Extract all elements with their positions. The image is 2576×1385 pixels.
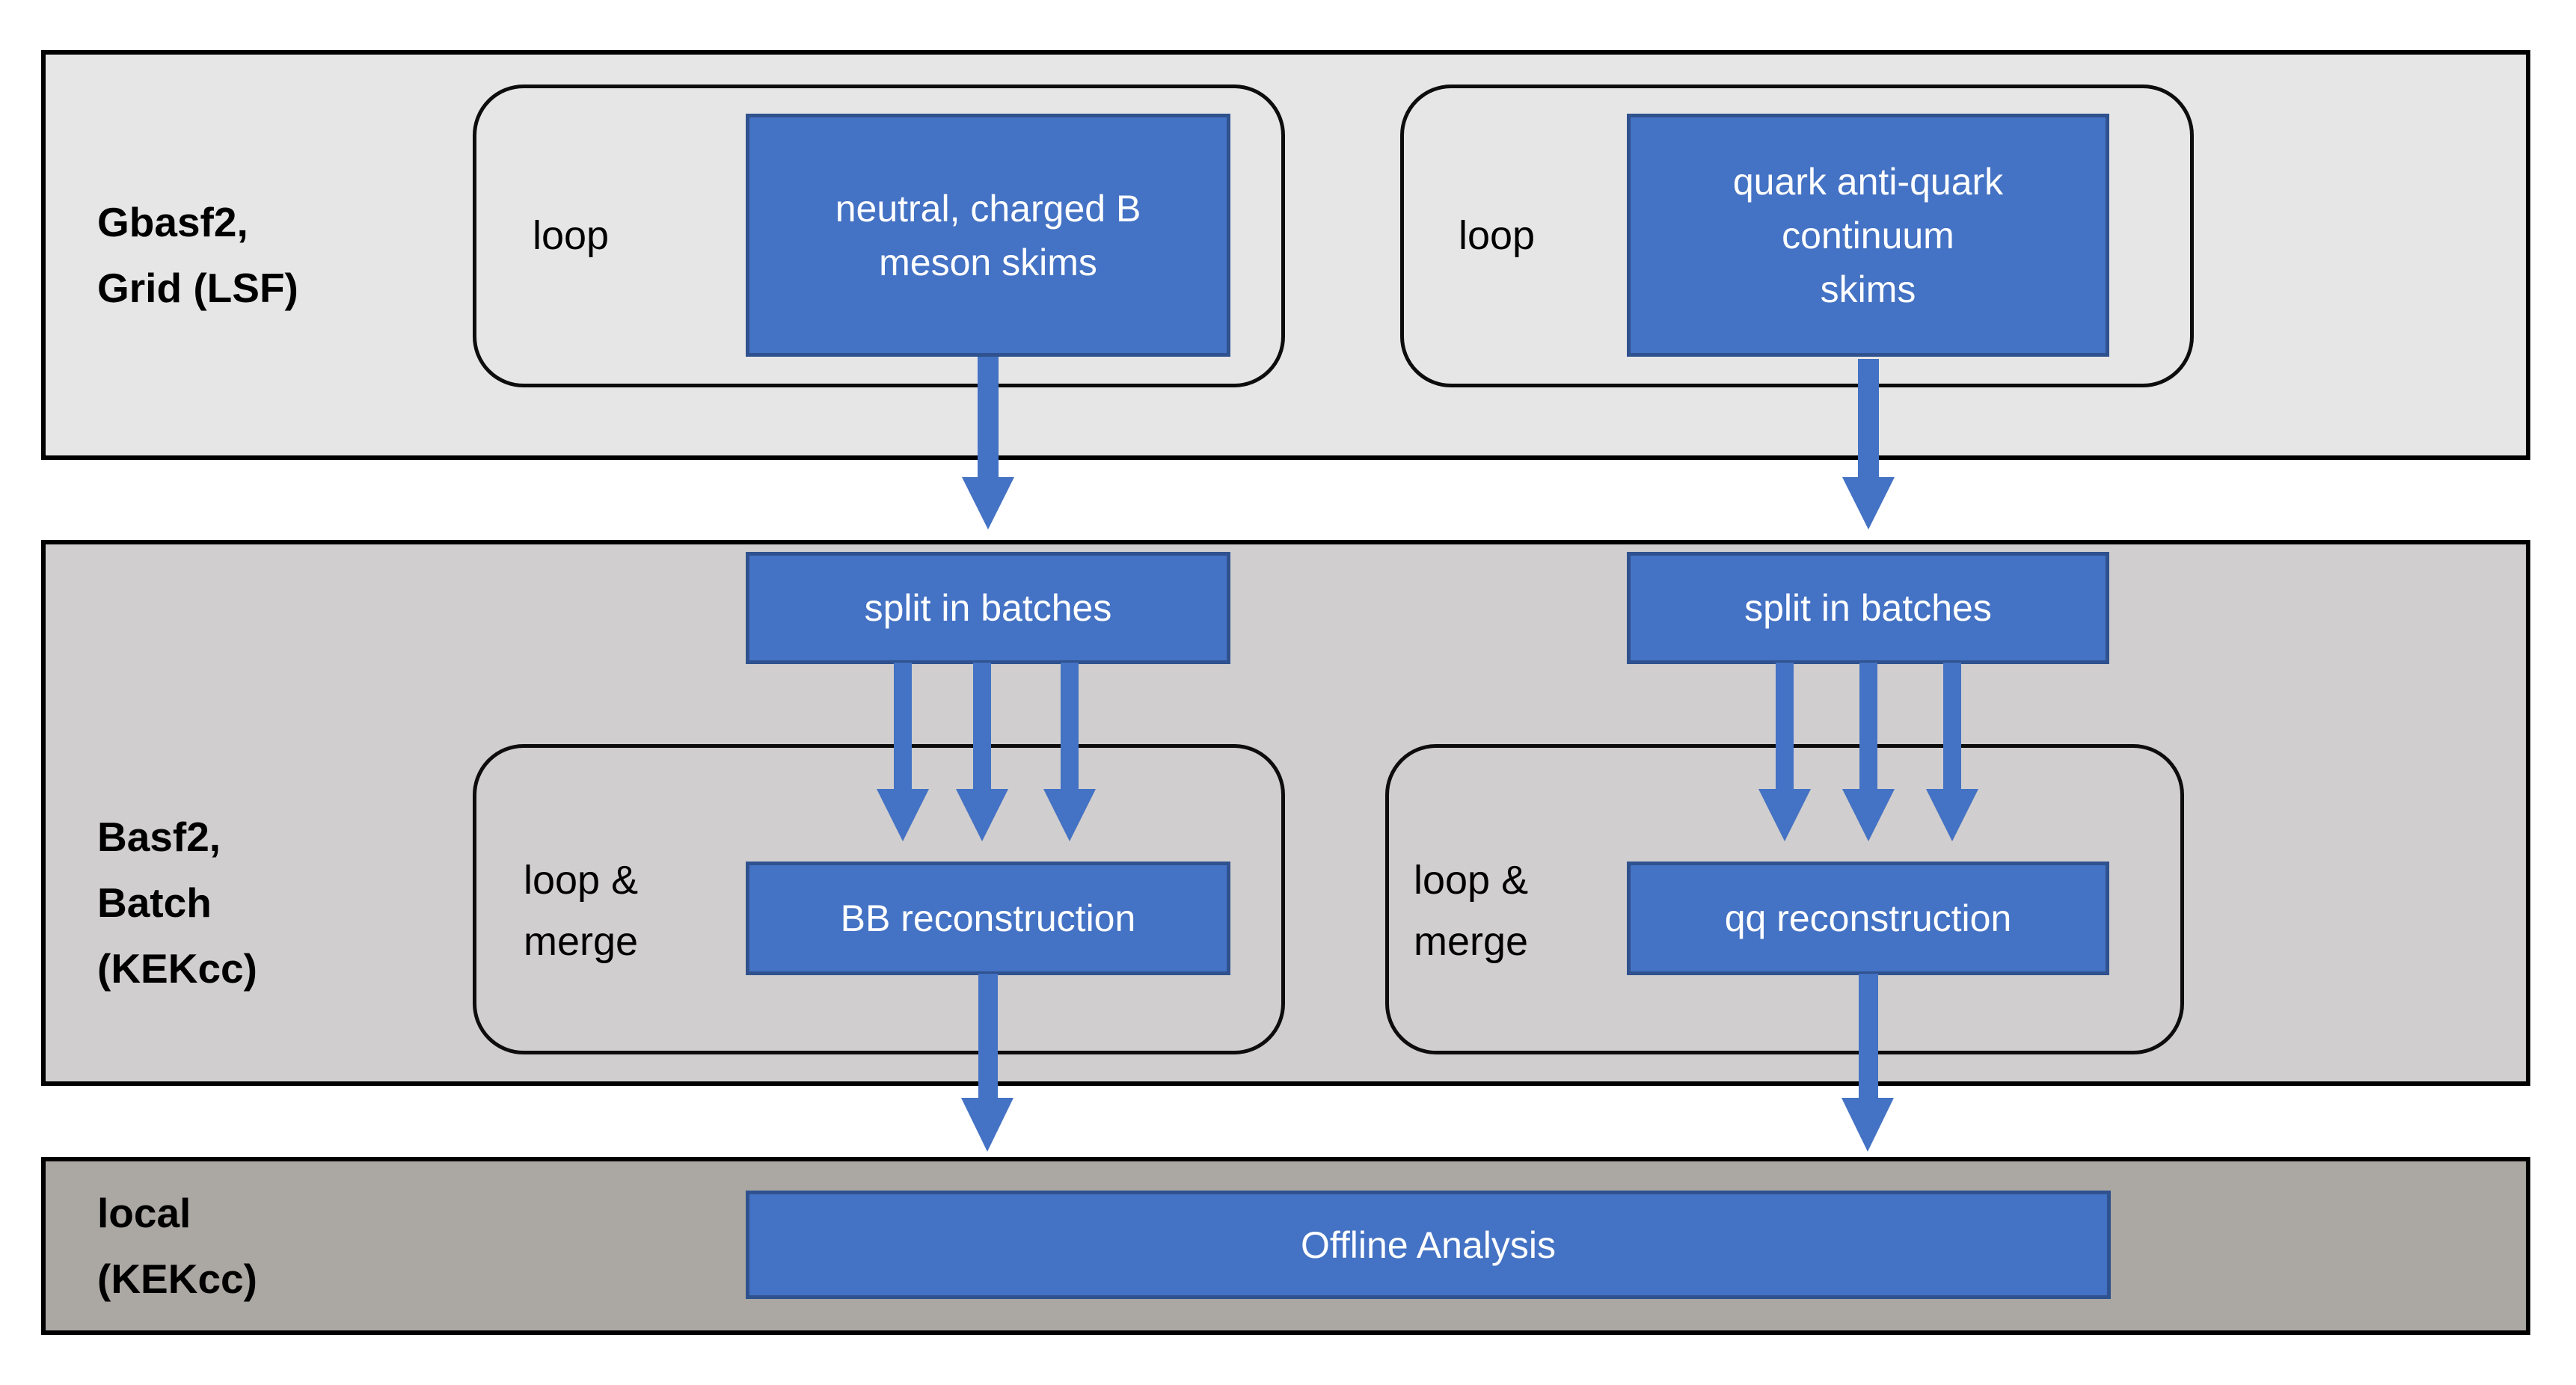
box-offline-analysis: Offline Analysis	[746, 1191, 2111, 1299]
box-split-in-batches-left: split in batches	[746, 552, 1230, 664]
band-label-line: (KEKcc)	[97, 945, 257, 992]
arrow-stem-batch-right-1	[1776, 663, 1794, 791]
arrow-head-bb-to-offline	[961, 1098, 1013, 1152]
box-split-in-batches-right: split in batches	[1627, 552, 2109, 664]
box-text-line: split in batches	[1744, 587, 1992, 629]
box-text-line: BB reconstruction	[840, 897, 1136, 939]
band-basf2-batch	[41, 540, 2530, 1086]
loop-merge-line: merge	[1414, 919, 1529, 964]
loop-label-text: loop	[1459, 213, 1536, 258]
arrow-head-b-skim-to-split	[962, 477, 1014, 529]
arrow-head-batch-right-1	[1758, 789, 1811, 841]
loop-merge-group-bb	[473, 744, 1285, 1054]
loop-merge-label-left: loop & merge	[524, 850, 638, 972]
arrow-head-batch-right-2	[1842, 789, 1895, 841]
arrow-stem-batch-left-2	[973, 663, 991, 791]
box-text-line: qq reconstruction	[1724, 897, 2012, 939]
band-label-line: local	[97, 1190, 191, 1236]
arrow-stem-bb-to-offline	[978, 974, 998, 1101]
box-text-line: continuum	[1782, 214, 1954, 257]
band-label-line: Basf2,	[97, 814, 221, 860]
arrow-stem-q-skim-to-split	[1858, 359, 1879, 480]
band-gbasf2-grid	[41, 50, 2530, 460]
arrow-head-batch-right-3	[1926, 789, 1978, 841]
band-label-gbasf2-grid: Gbasf2, Grid (LSF)	[97, 189, 298, 321]
box-quark-antiquark-skims: quark anti-quark continuum skims	[1627, 114, 2109, 357]
band-label-basf2-batch: Basf2, Batch (KEKcc)	[97, 804, 257, 1001]
band-label-line: Grid (LSF)	[97, 265, 298, 311]
arrow-head-q-skim-to-split	[1842, 477, 1895, 529]
box-text-line: meson skims	[879, 241, 1097, 283]
loop-merge-line: loop &	[524, 858, 639, 903]
box-text-line: neutral, charged B	[835, 187, 1141, 230]
box-neutral-charged-b-skims: neutral, charged B meson skims	[746, 114, 1230, 357]
arrow-stem-batch-left-1	[894, 663, 912, 791]
arrow-head-qq-to-offline	[1841, 1098, 1894, 1152]
box-text-line: skims	[1820, 268, 1916, 310]
arrow-head-batch-left-3	[1043, 789, 1096, 841]
box-text-line: quark anti-quark	[1732, 160, 2004, 203]
loop-merge-label-right: loop & merge	[1414, 850, 1528, 972]
arrow-stem-b-skim-to-split	[978, 357, 999, 480]
arrow-stem-batch-left-3	[1061, 663, 1079, 791]
band-label-line: Batch	[97, 879, 212, 926]
loop-merge-line: merge	[524, 919, 639, 964]
loop-label-right: loop	[1459, 205, 1535, 266]
loop-group-continuum-skims	[1400, 85, 2194, 387]
box-text-line: split in batches	[864, 587, 1112, 629]
box-qq-reconstruction: qq reconstruction	[1627, 862, 2109, 975]
loop-label-text: loop	[533, 213, 610, 258]
band-label-line: Gbasf2,	[97, 199, 248, 245]
arrow-stem-batch-right-2	[1859, 663, 1877, 791]
arrow-head-batch-left-2	[956, 789, 1008, 841]
arrow-stem-qq-to-offline	[1859, 974, 1878, 1101]
arrow-stem-batch-right-3	[1943, 663, 1961, 791]
loop-label-left: loop	[533, 205, 609, 266]
loop-group-b-skims	[473, 85, 1285, 387]
box-bb-reconstruction: BB reconstruction	[746, 862, 1230, 975]
loop-merge-line: loop &	[1414, 858, 1529, 903]
arrow-head-batch-left-1	[877, 789, 929, 841]
box-text-line: Offline Analysis	[1301, 1223, 1556, 1266]
band-label-local: local (KEKcc)	[97, 1180, 257, 1312]
band-label-line: (KEKcc)	[97, 1256, 257, 1302]
